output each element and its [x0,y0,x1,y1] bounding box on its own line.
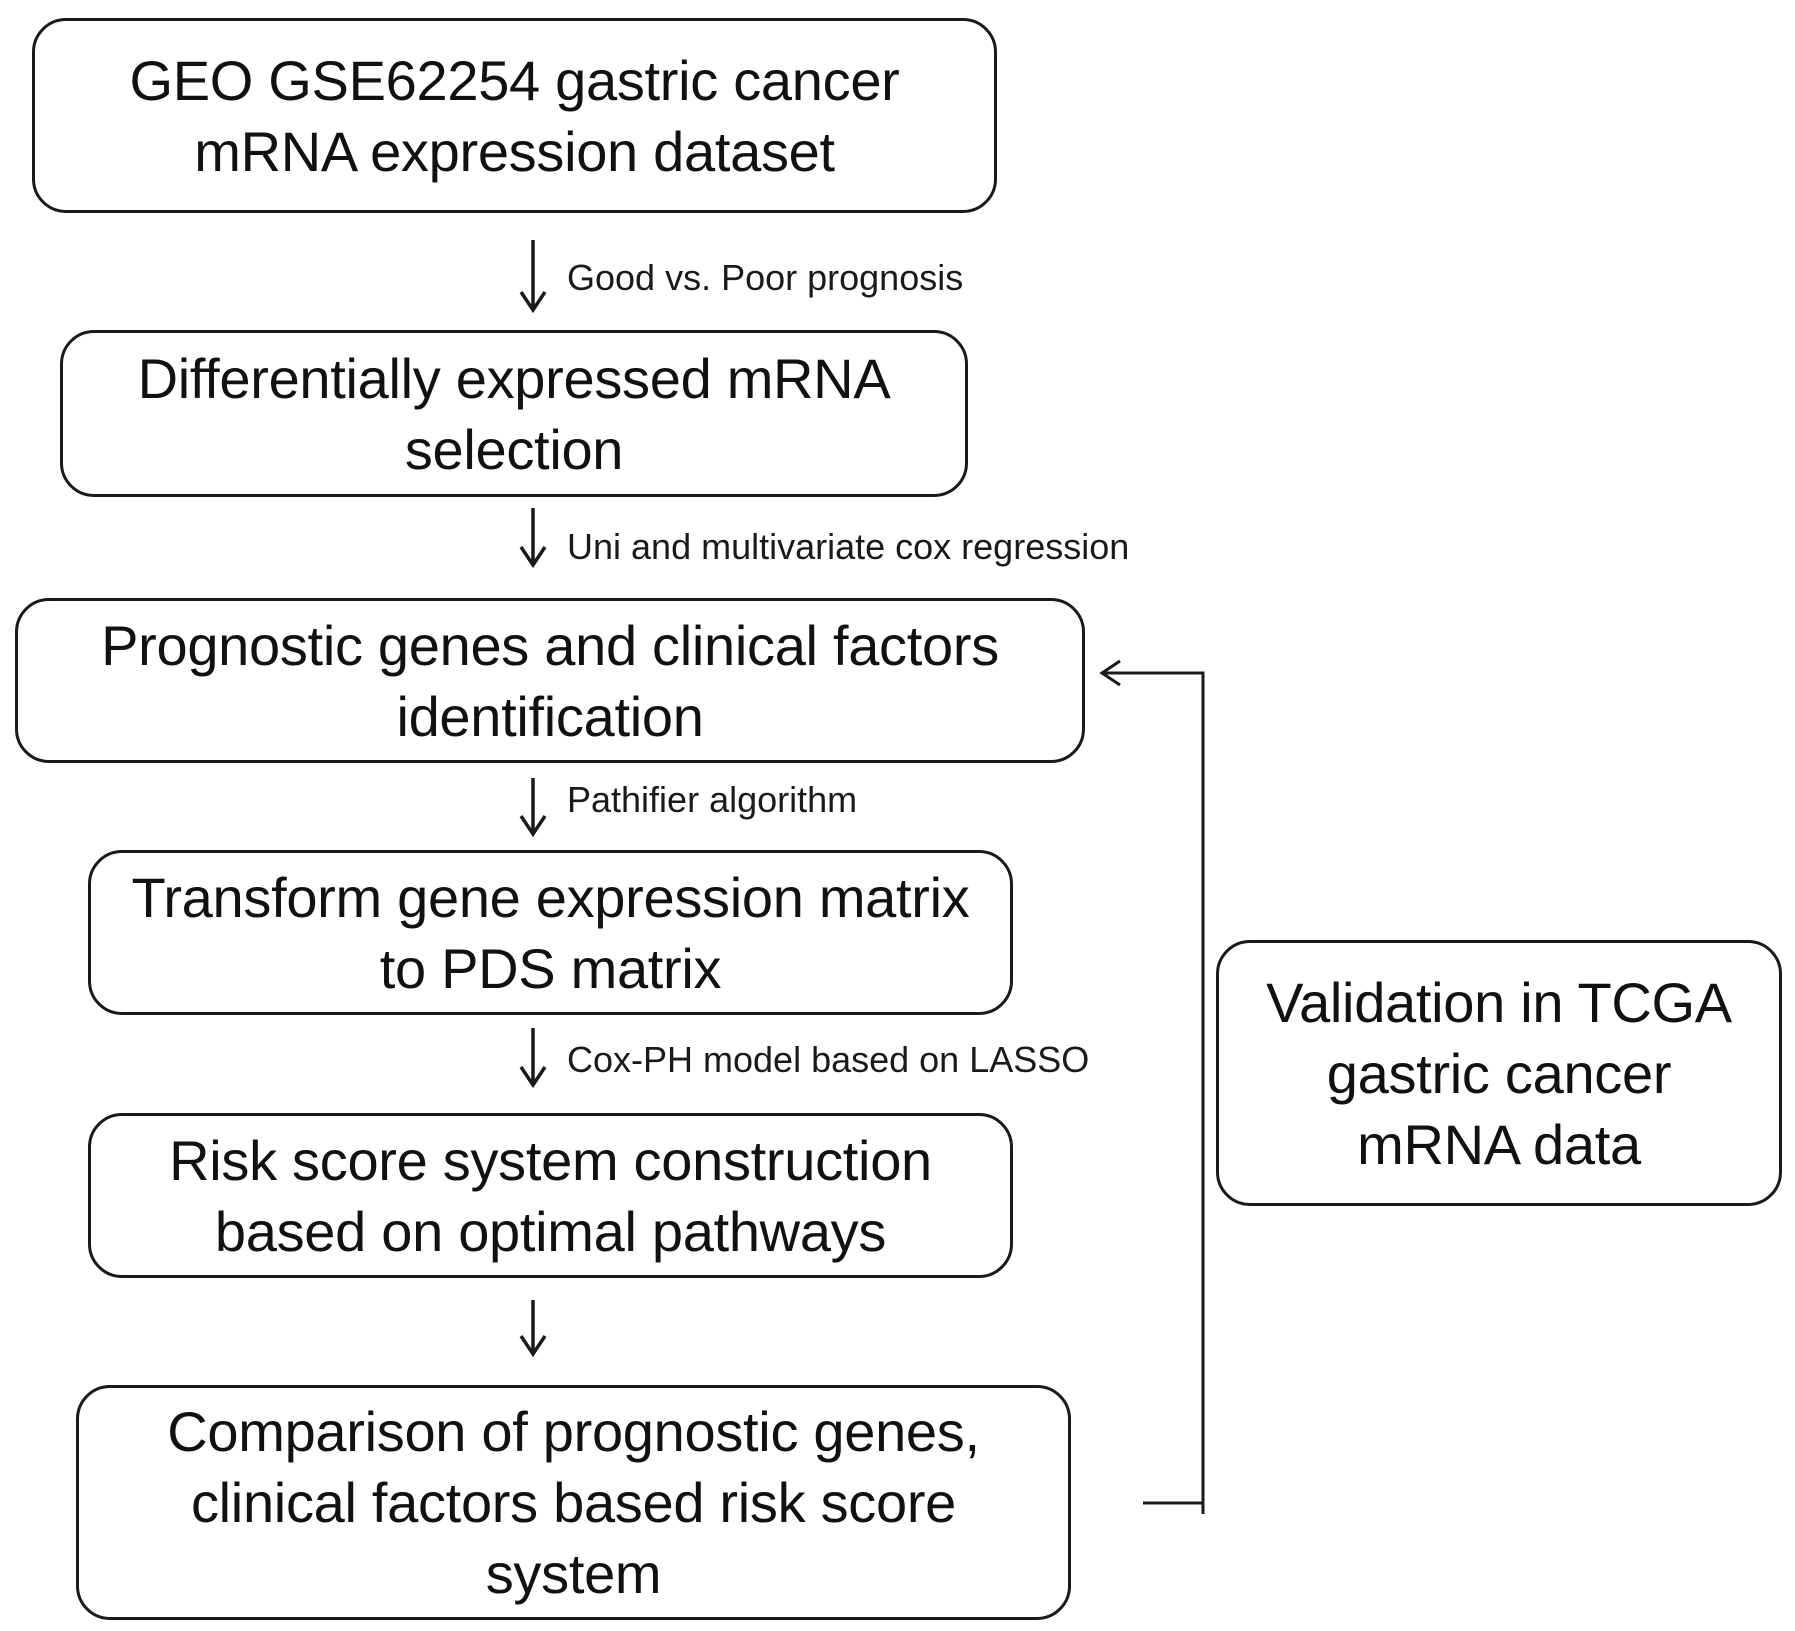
edge-label-prognostic-to-transform: Pathifier algorithm [567,779,858,820]
node-geo-dataset-line2: mRNA expression dataset [194,119,835,183]
node-risk-score-construction: Risk score system construction based on … [88,1113,1013,1278]
feedback-loop-arrow [1099,659,1205,1514]
node-comparison-line2: clinical factors based risk score [190,1471,957,1534]
node-risk-score-construction-line2: based on optimal pathways [214,1199,887,1263]
node-validation-tcga: Validation in TCGA gastric cancer mRNA d… [1216,940,1782,1206]
node-transform-matrix-line1: Transform gene expression matrix [131,865,970,929]
node-validation-tcga-line1: Validation in TCGA [1266,970,1732,1034]
node-de-selection-line2: selection [404,417,624,481]
node-transform-matrix: Transform gene expression matrix to PDS … [88,850,1013,1015]
node-geo-dataset: GEO GSE62254 gastric cancer mRNA express… [32,18,997,213]
node-validation-tcga-line3: mRNA data [1357,1112,1641,1176]
edge-label-transform-to-risk: Cox-PH model based on LASSO [567,1039,1090,1080]
node-geo-dataset-line1: GEO GSE62254 gastric cancer [129,48,900,112]
arrow-transform-to-risk [519,1028,547,1089]
arrow-risk-to-comparison [519,1300,547,1358]
arrow-de-to-prognostic [519,508,547,569]
node-comparison: Comparison of prognostic genes, clinical… [76,1385,1071,1620]
node-prognostic-identification-line1: Prognostic genes and clinical factors [101,613,999,677]
node-prognostic-identification: Prognostic genes and clinical factors id… [15,598,1085,763]
edge-label-de-to-prognostic: Uni and multivariate cox regression [567,526,1130,567]
node-risk-score-construction-line1: Risk score system construction [169,1128,932,1192]
node-validation-tcga-line2: gastric cancer [1326,1041,1672,1105]
node-de-selection-line1: Differentially expressed mRNA [137,346,891,410]
arrow-prognostic-to-transform [519,778,547,838]
node-prognostic-identification-line2: identification [396,684,704,748]
edge-label-geo-to-de: Good vs. Poor prognosis [567,257,964,298]
node-transform-matrix-line2: to PDS matrix [379,936,722,1000]
arrow-geo-to-de [519,240,547,314]
node-de-selection: Differentially expressed mRNA selection [60,330,968,497]
node-comparison-line3: system [485,1542,662,1605]
node-comparison-line1: Comparison of prognostic genes, [167,1400,980,1463]
